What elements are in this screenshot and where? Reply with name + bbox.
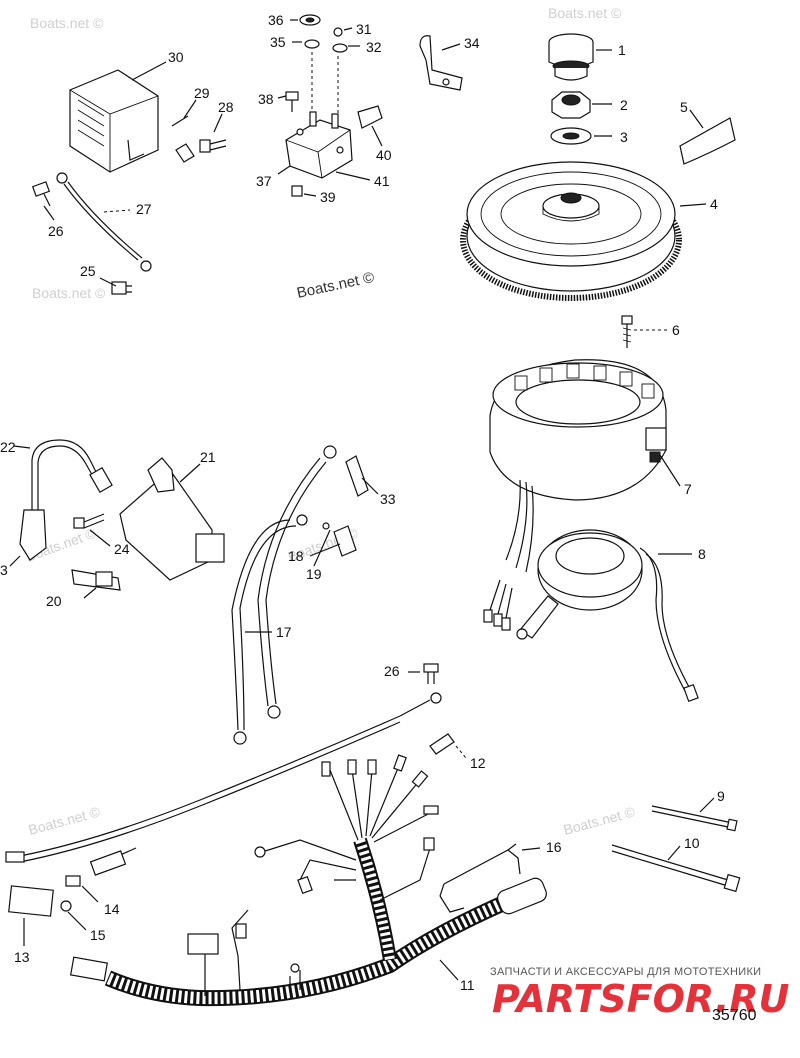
callout-25: 25 [80, 263, 96, 279]
watermark-text: Boats.net © [27, 803, 103, 838]
callout-36: 36 [268, 12, 284, 28]
callout-18: 18 [288, 548, 304, 564]
part-screw: 6 [621, 315, 680, 348]
callout-3-left: 3 [0, 562, 8, 578]
part-nut: 2 [551, 91, 628, 119]
figure-number: 35760 [712, 1007, 757, 1024]
part-washer: 3 [550, 127, 628, 145]
callout-32: 32 [366, 39, 382, 55]
callout-17: 17 [276, 624, 292, 640]
callout-21: 21 [200, 449, 216, 465]
callout-35: 35 [270, 34, 286, 50]
callout-30: 30 [168, 49, 184, 65]
part-key: 5 [679, 99, 736, 165]
callout-24: 24 [114, 541, 130, 557]
banner-tagline: ЗАПЧАСТИ И АКСЕССУАРЫ ДЛЯ МОТОТЕХНИКИ [490, 966, 761, 978]
callout-19: 19 [306, 566, 322, 582]
callout-26-lower: 26 [384, 663, 400, 679]
callout-4: 4 [710, 196, 718, 212]
callout-12: 12 [470, 755, 486, 771]
callout-5: 5 [680, 99, 688, 115]
part-stator: 7 [489, 359, 692, 573]
partsfor-banner: ЗАПЧАСТИ И АКСЕССУАРЫ ДЛЯ МОТОТЕХНИКИ PA… [490, 966, 790, 1021]
callout-27: 27 [136, 201, 152, 217]
callout-15: 15 [90, 927, 106, 943]
callout-1: 1 [618, 42, 626, 58]
callout-2: 2 [620, 97, 628, 113]
callout-41: 41 [374, 173, 390, 189]
callout-7: 7 [684, 481, 692, 497]
watermark-text: Boats.net © [30, 15, 104, 31]
part-connector-12: 12 [429, 733, 486, 771]
part-solenoid: 36 31 35 32 38 37 41 39 40 [256, 12, 392, 205]
callout-10: 10 [684, 835, 700, 851]
callout-6: 6 [672, 322, 680, 338]
part-ignition-coil: 21 [119, 449, 225, 581]
part-spark-lead: 22 3 20 24 [0, 439, 130, 609]
callout-8: 8 [698, 546, 706, 562]
callout-20: 20 [46, 593, 62, 609]
callout-38: 38 [258, 91, 274, 107]
watermark-text: Boats.net © [295, 269, 375, 302]
callout-9: 9 [717, 788, 725, 804]
callout-37: 37 [256, 173, 272, 189]
callout-13: 13 [14, 949, 30, 965]
callout-22: 22 [0, 439, 16, 455]
callout-33: 33 [380, 491, 396, 507]
callout-39: 39 [320, 189, 336, 205]
part-ground-strap: 26 27 25 [31, 172, 152, 295]
callout-3: 3 [620, 129, 628, 145]
part-flywheel: 4 [460, 161, 718, 301]
part-fasteners-28-29: 29 28 [171, 85, 234, 163]
callout-29: 29 [194, 85, 210, 101]
callout-14: 14 [104, 901, 120, 917]
part-trigger: 8 [483, 529, 706, 703]
watermark-text: Boats.net © [32, 285, 106, 301]
part-bracket: 34 [419, 35, 480, 91]
part-bolt-26-lower: 26 [384, 663, 439, 684]
banner-brand: PARTSFOR.RU [492, 977, 790, 1021]
callout-28: 28 [218, 99, 234, 115]
callout-34: 34 [464, 35, 480, 51]
part-harness: 11 [70, 754, 547, 1007]
callout-31: 31 [356, 21, 372, 37]
callout-40: 40 [376, 147, 392, 163]
part-bolts-long: 9 10 [611, 788, 741, 893]
part-clip: 16 [439, 839, 562, 913]
part-cap: 1 [548, 33, 626, 81]
callout-26-upper: 26 [48, 223, 64, 239]
part-terminals: 33 18 19 [288, 455, 396, 582]
part-rectifier: 30 [69, 49, 184, 173]
part-wire-left: 14 15 13 [5, 692, 442, 965]
callout-16: 16 [546, 839, 562, 855]
callout-11: 11 [460, 977, 475, 993]
watermark-text: Boats.net © [548, 5, 622, 21]
part-cables: 17 [231, 445, 337, 745]
watermark-text: Boats.net © [562, 803, 638, 838]
